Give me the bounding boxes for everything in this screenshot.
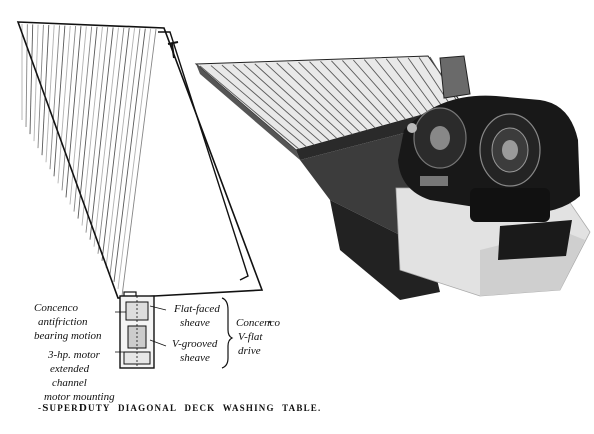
riffle-line <box>97 27 125 254</box>
riffle-line <box>41 24 50 156</box>
drive-bracket <box>221 297 234 369</box>
label-bearing-line-2: antifriction <box>38 316 88 328</box>
deck-riffle-line <box>221 64 316 147</box>
label-bearing-line-3: bearing motion <box>34 330 102 342</box>
riffle-line <box>105 28 136 268</box>
label-v-sheave-line-2: sheave <box>180 352 210 364</box>
label-motor-line-2: extended <box>50 363 90 375</box>
deck-riffle-line <box>287 62 362 134</box>
deck-riffle-line <box>265 63 347 138</box>
deck-plan-drawing <box>16 21 264 301</box>
riffle-line <box>117 28 152 290</box>
deck-riffle-line <box>342 60 400 124</box>
riffle-line <box>101 27 130 261</box>
label-motor-line-3: channel <box>52 377 87 389</box>
deck-riffle-line <box>385 58 430 115</box>
deck-riffle-line <box>407 57 446 111</box>
deck-riffle-line <box>363 59 415 119</box>
deck-riffle-line <box>374 58 423 117</box>
deck-riffle-line <box>210 65 308 149</box>
riffle-line <box>53 25 66 177</box>
label-flat-sheave-line-2: sheave <box>180 317 210 329</box>
riffle-line <box>33 24 39 142</box>
label-v-sheave-line-1: V-grooved <box>172 338 218 350</box>
ink-dot <box>268 320 272 324</box>
riffle-line <box>121 28 157 297</box>
label-bearing-line-1: Concenco <box>34 302 78 314</box>
deck-riffle-line <box>418 57 453 109</box>
riffle-line <box>77 26 98 219</box>
riffle-line <box>45 25 55 163</box>
riffle-line <box>69 26 87 205</box>
label-motor-line-1: 3-hp. motor <box>48 349 100 361</box>
riffle-line <box>81 26 103 226</box>
deck-riffle-line <box>276 62 354 136</box>
deck-riffle-line <box>352 59 408 121</box>
deck-riffle-line <box>396 58 438 113</box>
riffle-line <box>25 24 28 128</box>
riffle-line <box>61 25 77 191</box>
head-motion-schematic <box>115 295 167 369</box>
riffle-line <box>65 26 82 198</box>
riffle-line <box>113 28 146 282</box>
label-drive-line-1: Concenco <box>236 317 280 329</box>
deck-riffle-line <box>298 61 369 132</box>
label-drive-line-2: V-flat <box>238 331 263 343</box>
figure-caption: -SUPERDUTY DIAGONAL DECK WASHING TABLE. <box>38 402 322 414</box>
label-drive-line-3: drive <box>238 345 261 357</box>
riffle-line <box>93 27 119 247</box>
riffle-line <box>109 28 141 275</box>
riffle-line <box>73 26 93 212</box>
deck-riffle-line <box>309 61 377 130</box>
label-motor-line-4: motor mounting <box>44 391 115 403</box>
deck-riffle-line <box>243 63 331 142</box>
deck-riffle-line <box>320 60 385 128</box>
riffle-line <box>85 27 109 233</box>
machine-photo <box>194 55 591 300</box>
riffle-line <box>89 27 114 240</box>
riffle-line <box>37 24 44 149</box>
label-flat-sheave-line-1: Flat-faced <box>174 303 220 315</box>
deck-riffle-line <box>331 60 392 126</box>
deck-riffle-line <box>232 64 324 145</box>
riffle-line <box>57 25 71 184</box>
deck-riffle-line <box>199 65 301 151</box>
deck-riffle-line <box>254 63 339 140</box>
riffle-line <box>29 24 34 135</box>
riffle-line <box>49 25 60 170</box>
